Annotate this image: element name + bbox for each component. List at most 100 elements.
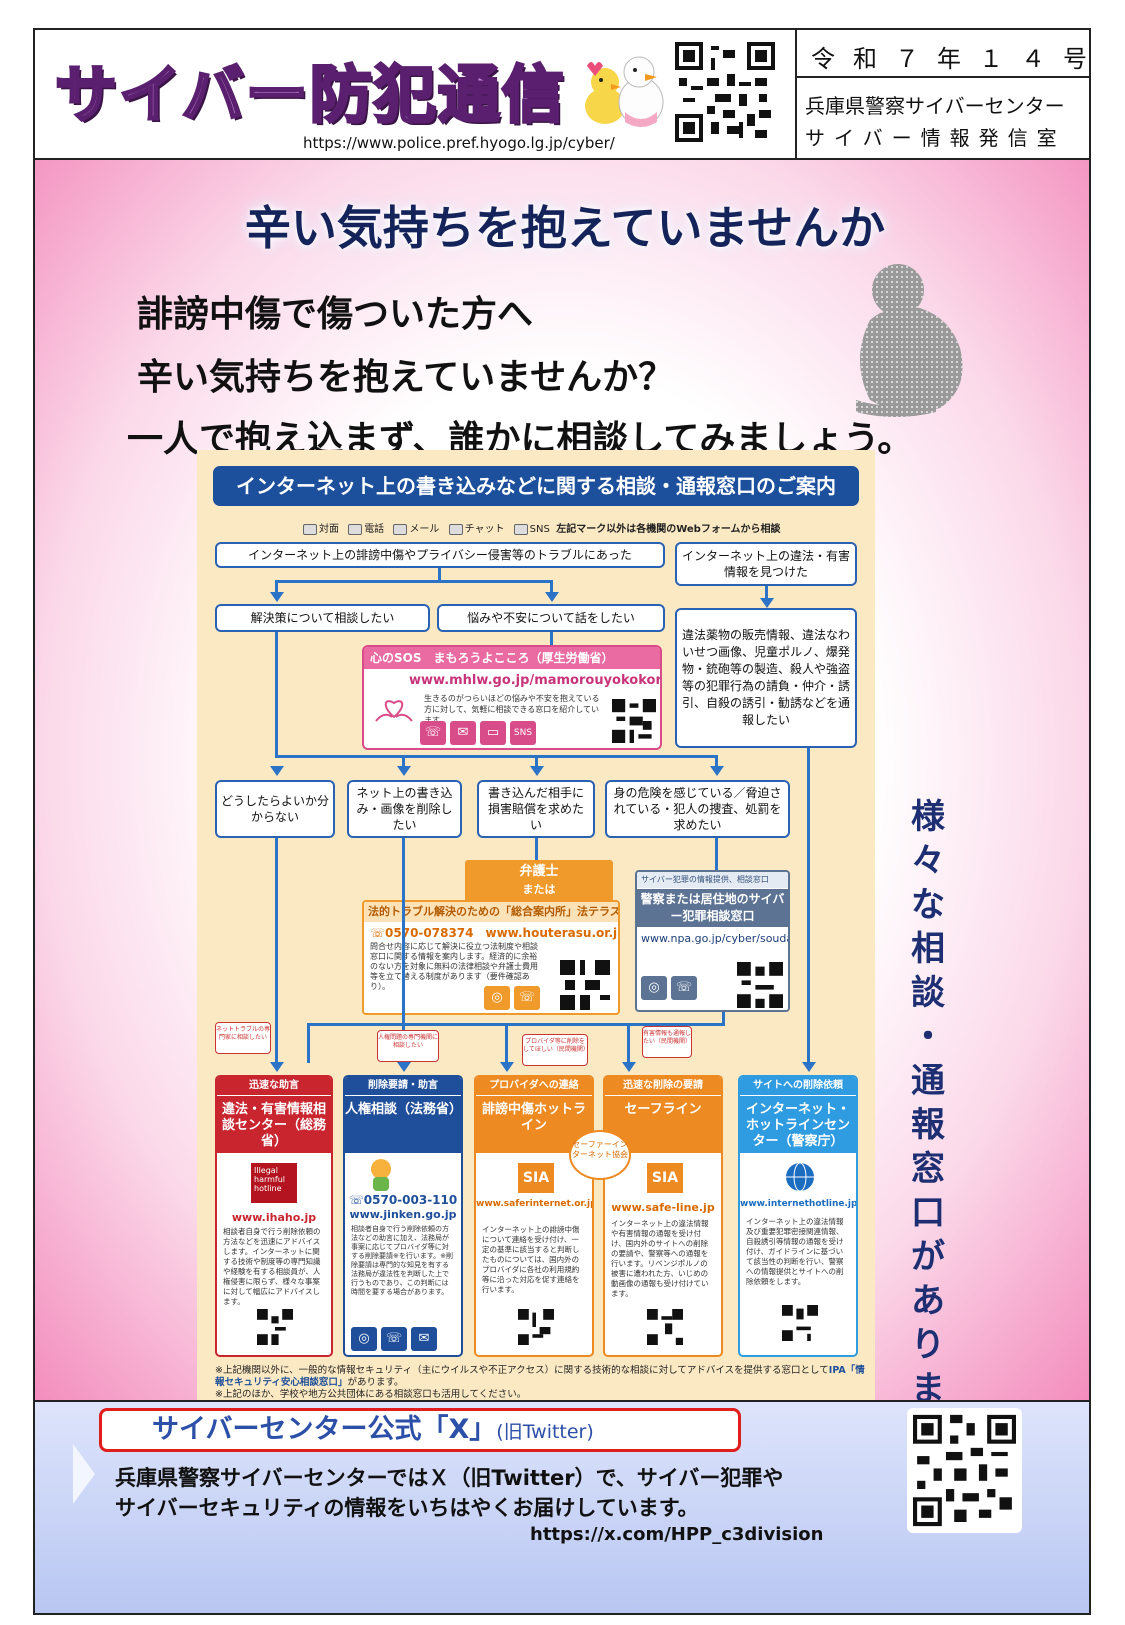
phone-icon: ☏ [514,986,540,1010]
police-qr-code-icon[interactable] [737,962,783,1008]
org-card-bullying-hotline: プロバイダへの連絡 誹謗中傷ホットライン SIA www.saferintern… [474,1075,594,1357]
note-net-trouble-expert: ネットトラブルの専門家に相談したい [215,1022,271,1054]
jinken-mascot-icon [371,1159,391,1191]
face-to-face-icon: ◎ [641,976,667,1000]
flow-choice-unsure: どうしたらよいか分からない [215,780,335,838]
connector [765,586,768,600]
arrow-down-icon [397,766,411,776]
office-name: サイバー情報発信室 [805,126,1066,150]
mail-icon [393,523,408,535]
phone-icon: ☏ [420,721,446,745]
police-card-title: 警察または居住地のサイバー犯罪相談窓口 [637,889,788,927]
vertical-caption: 様 々 な 相 談 ・ 通 報 窓 口 が あ り ま す 。 [911,797,945,1497]
arrow-down-icon [397,1062,411,1072]
jinken-tel[interactable]: ☏0570-003-110 [348,1193,458,1207]
safer-internet-badge: セーファーインターネット協会 [569,1130,631,1180]
website-url[interactable]: https://www.police.pref.hyogo.lg.jp/cybe… [303,134,615,152]
chat-icon: ▭ [480,721,506,745]
kokoro-tag: 心のSOS [370,651,422,665]
x-account-qr-card[interactable] [907,1408,1022,1533]
connector [715,755,718,767]
connector [505,1023,508,1063]
chat-icon [448,523,463,535]
flow-illegal-found-box: インターネット上の違法・有害情報を見つけた [675,542,857,586]
houterasu-card: 法的トラブル解決のための「総合案内所」法テラス ☏0570-078374 www… [362,900,620,1015]
arrow-down-icon [802,1062,816,1072]
kokoro-qr-code-icon[interactable] [612,699,656,743]
houterasu-qr-code-icon[interactable] [560,960,610,1010]
lawyer-label: 弁護士 または [465,860,613,902]
lead-line-2: 辛い気持ちを抱えていませんか？ [137,356,675,398]
footer-banner: サイバーセンター公式「X」(旧Twitter) 兵庫県警察サイバーセンターではＸ… [35,1400,1089,1613]
hotline-globe-icon [786,1162,814,1192]
connector [307,1023,310,1063]
arrow-down-icon [622,1062,636,1072]
flow-trouble-box: インターネット上の誹謗中傷やプライバシー侵害等のトラブルにあった [215,542,665,568]
kokoro-description: 生きるのがつらいほどの悩みや不安を抱えている方に対して、気軽に相談できる窓口を紹… [424,694,600,725]
phone-icon: ☏ [381,1327,407,1351]
footer-text-line-2: サイバーセキュリティの情報をいちはやくお届けしています。 [115,1496,699,1520]
heart-hands-icon [375,700,413,722]
arrow-down-icon [270,766,284,776]
connector [535,838,538,860]
internet-hotline-qr-code-icon[interactable] [782,1305,818,1341]
phone-icon: ☏ [671,976,697,1000]
connector [807,748,810,1063]
kokoro-url[interactable]: www.mhlw.go.jp/mamorouyokokoro [409,673,662,688]
police-card-heading: サイバー犯罪の情報提供、相談窓口 [637,872,788,888]
sns-icon: SNS [510,721,536,745]
connector [715,838,718,870]
masthead: サイバー防犯通信 https://www.police.pref.hyogo.l… [35,30,1089,160]
footer-text-line-1: 兵庫県警察サイバーセンターではＸ（旧Twitter）で、サイバー犯罪や [115,1466,784,1490]
connector [275,580,553,583]
mail-icon: ✉ [450,721,476,745]
kokoro-name: まもろうよこころ（厚生労働省） [433,651,614,665]
newsletter-title: サイバー防犯通信 [54,57,566,133]
mail-icon: ✉ [411,1327,437,1351]
connector [535,755,538,767]
headline: 辛い気持ちを抱えていませんか [244,201,886,255]
ihaho-qr-code-icon[interactable] [257,1309,293,1345]
website-qr-code-icon[interactable] [675,42,775,142]
houterasu-description: 問合せ内容に応じて解決に役立つ法制度や相談窓口に関する情報を案内します。経済的に… [370,942,538,991]
connector [402,755,405,767]
flow-choice-delete: ネット上の書き込み・画像を削除したい [347,780,462,838]
connector [550,632,553,646]
issue-info-box: 令和７年１４号 兵庫県警察サイバーセンター サイバー情報発信室 [795,30,1089,158]
flowchart-title: インターネット上の書き込みなどに関する相談・通報窓口のご案内 [213,466,859,506]
police-url[interactable]: www.npa.go.jp/cyber/soudan.html [641,932,788,945]
phone-icon [348,523,363,535]
org-card-jinken: 削除要請・助言 人権相談（法務省） ☏0570-003-110 www.jink… [343,1075,463,1357]
face-to-face-icon [303,523,317,535]
flowchart-footnote: ※上記機関以外に、一般的な情報セキュリティ（主にウイルスや不正アクセス）に関する… [215,1365,865,1400]
safe-line-qr-code-icon[interactable] [647,1309,683,1345]
bullying-hotline-qr-code-icon[interactable] [518,1309,554,1345]
contact-method-legend: 対面 電話 メール チャット SNS 左記マーク以外は各機関のWebフォームから… [297,520,781,535]
arrow-down-icon [500,1062,514,1072]
arrow-down-icon [530,766,544,776]
arrow-down-icon [710,766,724,776]
sia-logo: SIA [647,1163,683,1193]
connector [627,1023,630,1063]
sia-logo: SIA [518,1163,554,1193]
houterasu-contact[interactable]: ☏0570-078374 www.houterasu.or.jp [370,926,620,940]
arrow-down-icon [270,1062,284,1072]
consultation-flowchart: インターネット上の書き込みなどに関する相談・通報窓口のご案内 対面 電話 メール… [197,450,875,1407]
sns-icon [513,523,528,535]
connector [550,580,553,594]
arrow-down-icon [760,598,774,608]
x-account-qr-code-icon[interactable] [913,1414,1016,1527]
org-card-internet-hotline: サイトへの削除依頼 インターネット・ホットラインセンター（警察庁） www.in… [738,1075,858,1357]
connector [275,580,278,594]
flow-choice-damages: 書き込んだ相手に損害賠償を求めたい [477,780,595,838]
connector [438,568,441,582]
x-account-url[interactable]: https://x.com/HPP_c3division [530,1524,824,1545]
arrow-down-icon [270,592,284,602]
houterasu-title: 法的トラブル解決のための「総合案内所」法テラス [364,902,618,922]
note-harmful-report: 有害情報も通報したい（民間機関） [642,1026,692,1058]
connector [275,632,278,757]
flow-worry-box: 悩みや不安について話をしたい [437,604,665,632]
face-to-face-icon: ◎ [351,1327,377,1351]
